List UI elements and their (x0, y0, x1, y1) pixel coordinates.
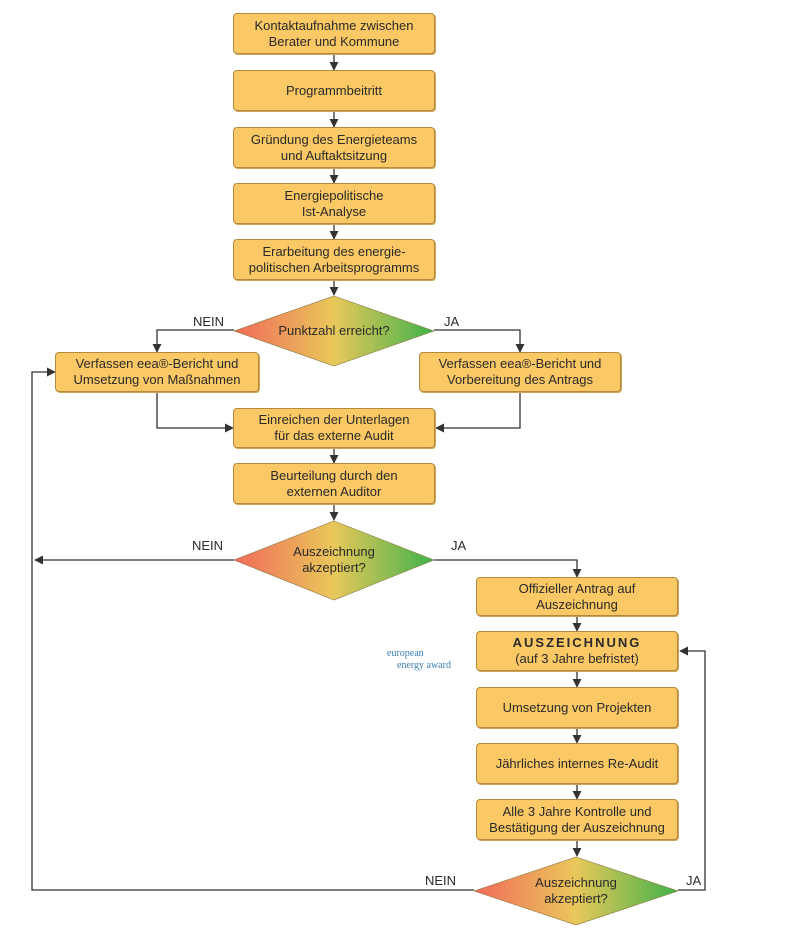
step-ist-analyse: Energiepolitische Ist-Analyse (233, 183, 435, 224)
step-re-audit-line1: Jährliches internes Re-Audit (495, 755, 659, 771)
step-beurteilung-line2: externen Auditor (286, 483, 382, 499)
step-bericht-antrag: Verfassen eea®-Bericht und Vorbereitung … (419, 352, 621, 392)
step-ist-analyse-line1: Energiepolitische (284, 187, 384, 203)
step-bericht-massnahmen-line1: Verfassen eea®-Bericht und (75, 356, 239, 371)
step-einreichen-unterlagen: Einreichen der Unterlagen für das extern… (233, 408, 435, 448)
step-gruendung-line2: und Auftaktsitzung (280, 147, 388, 163)
branch-label-ja-akzeptiert1: JA (451, 538, 467, 553)
decision-akzeptiert1-line1: Auszeichnung (293, 544, 375, 559)
decision-akzeptiert2-shape (473, 856, 679, 926)
decision-punktzahl-label: Punktzahl erreicht? (278, 323, 389, 339)
step-umsetzung-line1: Umsetzung von Projekten (502, 699, 652, 715)
arrow-bericht-ja-einreichen (435, 392, 521, 433)
step-kontaktaufnahme-line1: Kontaktaufnahme zwischen (254, 17, 414, 33)
step-offizieller-antrag: Offizieller Antrag auf Auszeichnung (476, 577, 678, 616)
step-gruendung-energieteam: Gründung des Energieteams und Auftaktsit… (233, 127, 435, 168)
arrow-bericht-nein-einreichen (156, 392, 234, 433)
branch-label-nein-akzeptiert1: NEIN (192, 538, 224, 553)
step-auszeichnung-subtitle: (auf 3 Jahre befristet) (515, 651, 639, 666)
step-programmbeitritt-line1: Programmbeitritt (285, 82, 383, 98)
decision-akzeptiert2-line1: Auszeichnung (535, 875, 617, 890)
step-arbeitsprogramm: Erarbeitung des energie- politischen Arb… (233, 239, 435, 280)
step-bericht-massnahmen-line2: Umsetzung von Maßnahmen (73, 372, 241, 387)
step-antrag-line2: Auszeichnung (536, 596, 618, 612)
step-arbeitsprogramm-line2: politischen Arbeitsprogramms (248, 259, 420, 275)
step-auszeichnung: AUSZEICHNUNG (auf 3 Jahre befristet) (476, 631, 678, 671)
arrow-akzeptiert2-nein (31, 367, 474, 891)
step-antrag-line1: Offizieller Antrag auf (518, 580, 636, 596)
decision-akzeptiert1-label: Auszeichnung akzeptiert? (293, 544, 375, 576)
step-kontrolle-line2: Bestätigung der Auszeichnung (489, 819, 665, 835)
decision-akzeptiert2-line2: akzeptiert? (544, 891, 608, 906)
decision-punktzahl-shape (233, 295, 435, 367)
branch-label-ja-punktzahl: JA (444, 314, 460, 329)
step-beurteilung-auditor: Beurteilung durch den externen Auditor (233, 463, 435, 504)
step-bericht-massnahmen: Verfassen eea®-Bericht und Umsetzung von… (55, 352, 259, 392)
step-kontaktaufnahme: Kontaktaufnahme zwischen Berater und Kom… (233, 13, 435, 54)
step-auszeichnung-title: AUSZEICHNUNG (512, 635, 642, 650)
step-einreichen-line2: für das externe Audit (274, 428, 394, 443)
step-kontrolle-bestaetigung: Alle 3 Jahre Kontrolle und Bestätigung d… (476, 799, 678, 840)
step-re-audit: Jährliches internes Re-Audit (476, 743, 678, 784)
branch-label-ja-akzeptiert2: JA (686, 873, 702, 888)
decision-akzeptiert2-label: Auszeichnung akzeptiert? (535, 875, 617, 907)
step-bericht-antrag-line1: Verfassen eea®-Bericht und (438, 356, 602, 371)
branch-label-nein-akzeptiert2: NEIN (425, 873, 457, 888)
arrow-punktzahl-nein (152, 329, 234, 353)
arrow-punktzahl-ja (434, 329, 525, 353)
step-beurteilung-line1: Beurteilung durch den (270, 467, 398, 483)
arrow-akzeptiert1-ja (434, 559, 582, 578)
decision-akzeptiert1-line2: akzeptiert? (302, 560, 366, 575)
decision-punktzahl-text: Punktzahl erreicht? (278, 323, 390, 338)
branch-label-nein-punktzahl: NEIN (193, 314, 225, 329)
step-programmbeitritt: Programmbeitritt (233, 70, 435, 111)
step-bericht-antrag-line2: Vorbereitung des Antrags (447, 372, 593, 387)
european-energy-award-logo: european energy award (387, 648, 451, 672)
step-kontrolle-line1: Alle 3 Jahre Kontrolle und (502, 803, 652, 819)
logo-line1: european (387, 648, 424, 659)
step-einreichen-line1: Einreichen der Unterlagen (258, 412, 410, 427)
step-umsetzung-projekte: Umsetzung von Projekten (476, 687, 678, 728)
step-gruendung-line1: Gründung des Energieteams (250, 131, 418, 147)
step-arbeitsprogramm-line1: Erarbeitung des energie- (262, 243, 406, 259)
arrow-akzeptiert2-ja (678, 646, 706, 891)
decision-akzeptiert1-shape (233, 520, 435, 601)
logo-line2: energy award (397, 660, 451, 671)
step-kontaktaufnahme-line2: Berater und Kommune (268, 33, 400, 49)
step-ist-analyse-line2: Ist-Analyse (301, 203, 367, 219)
